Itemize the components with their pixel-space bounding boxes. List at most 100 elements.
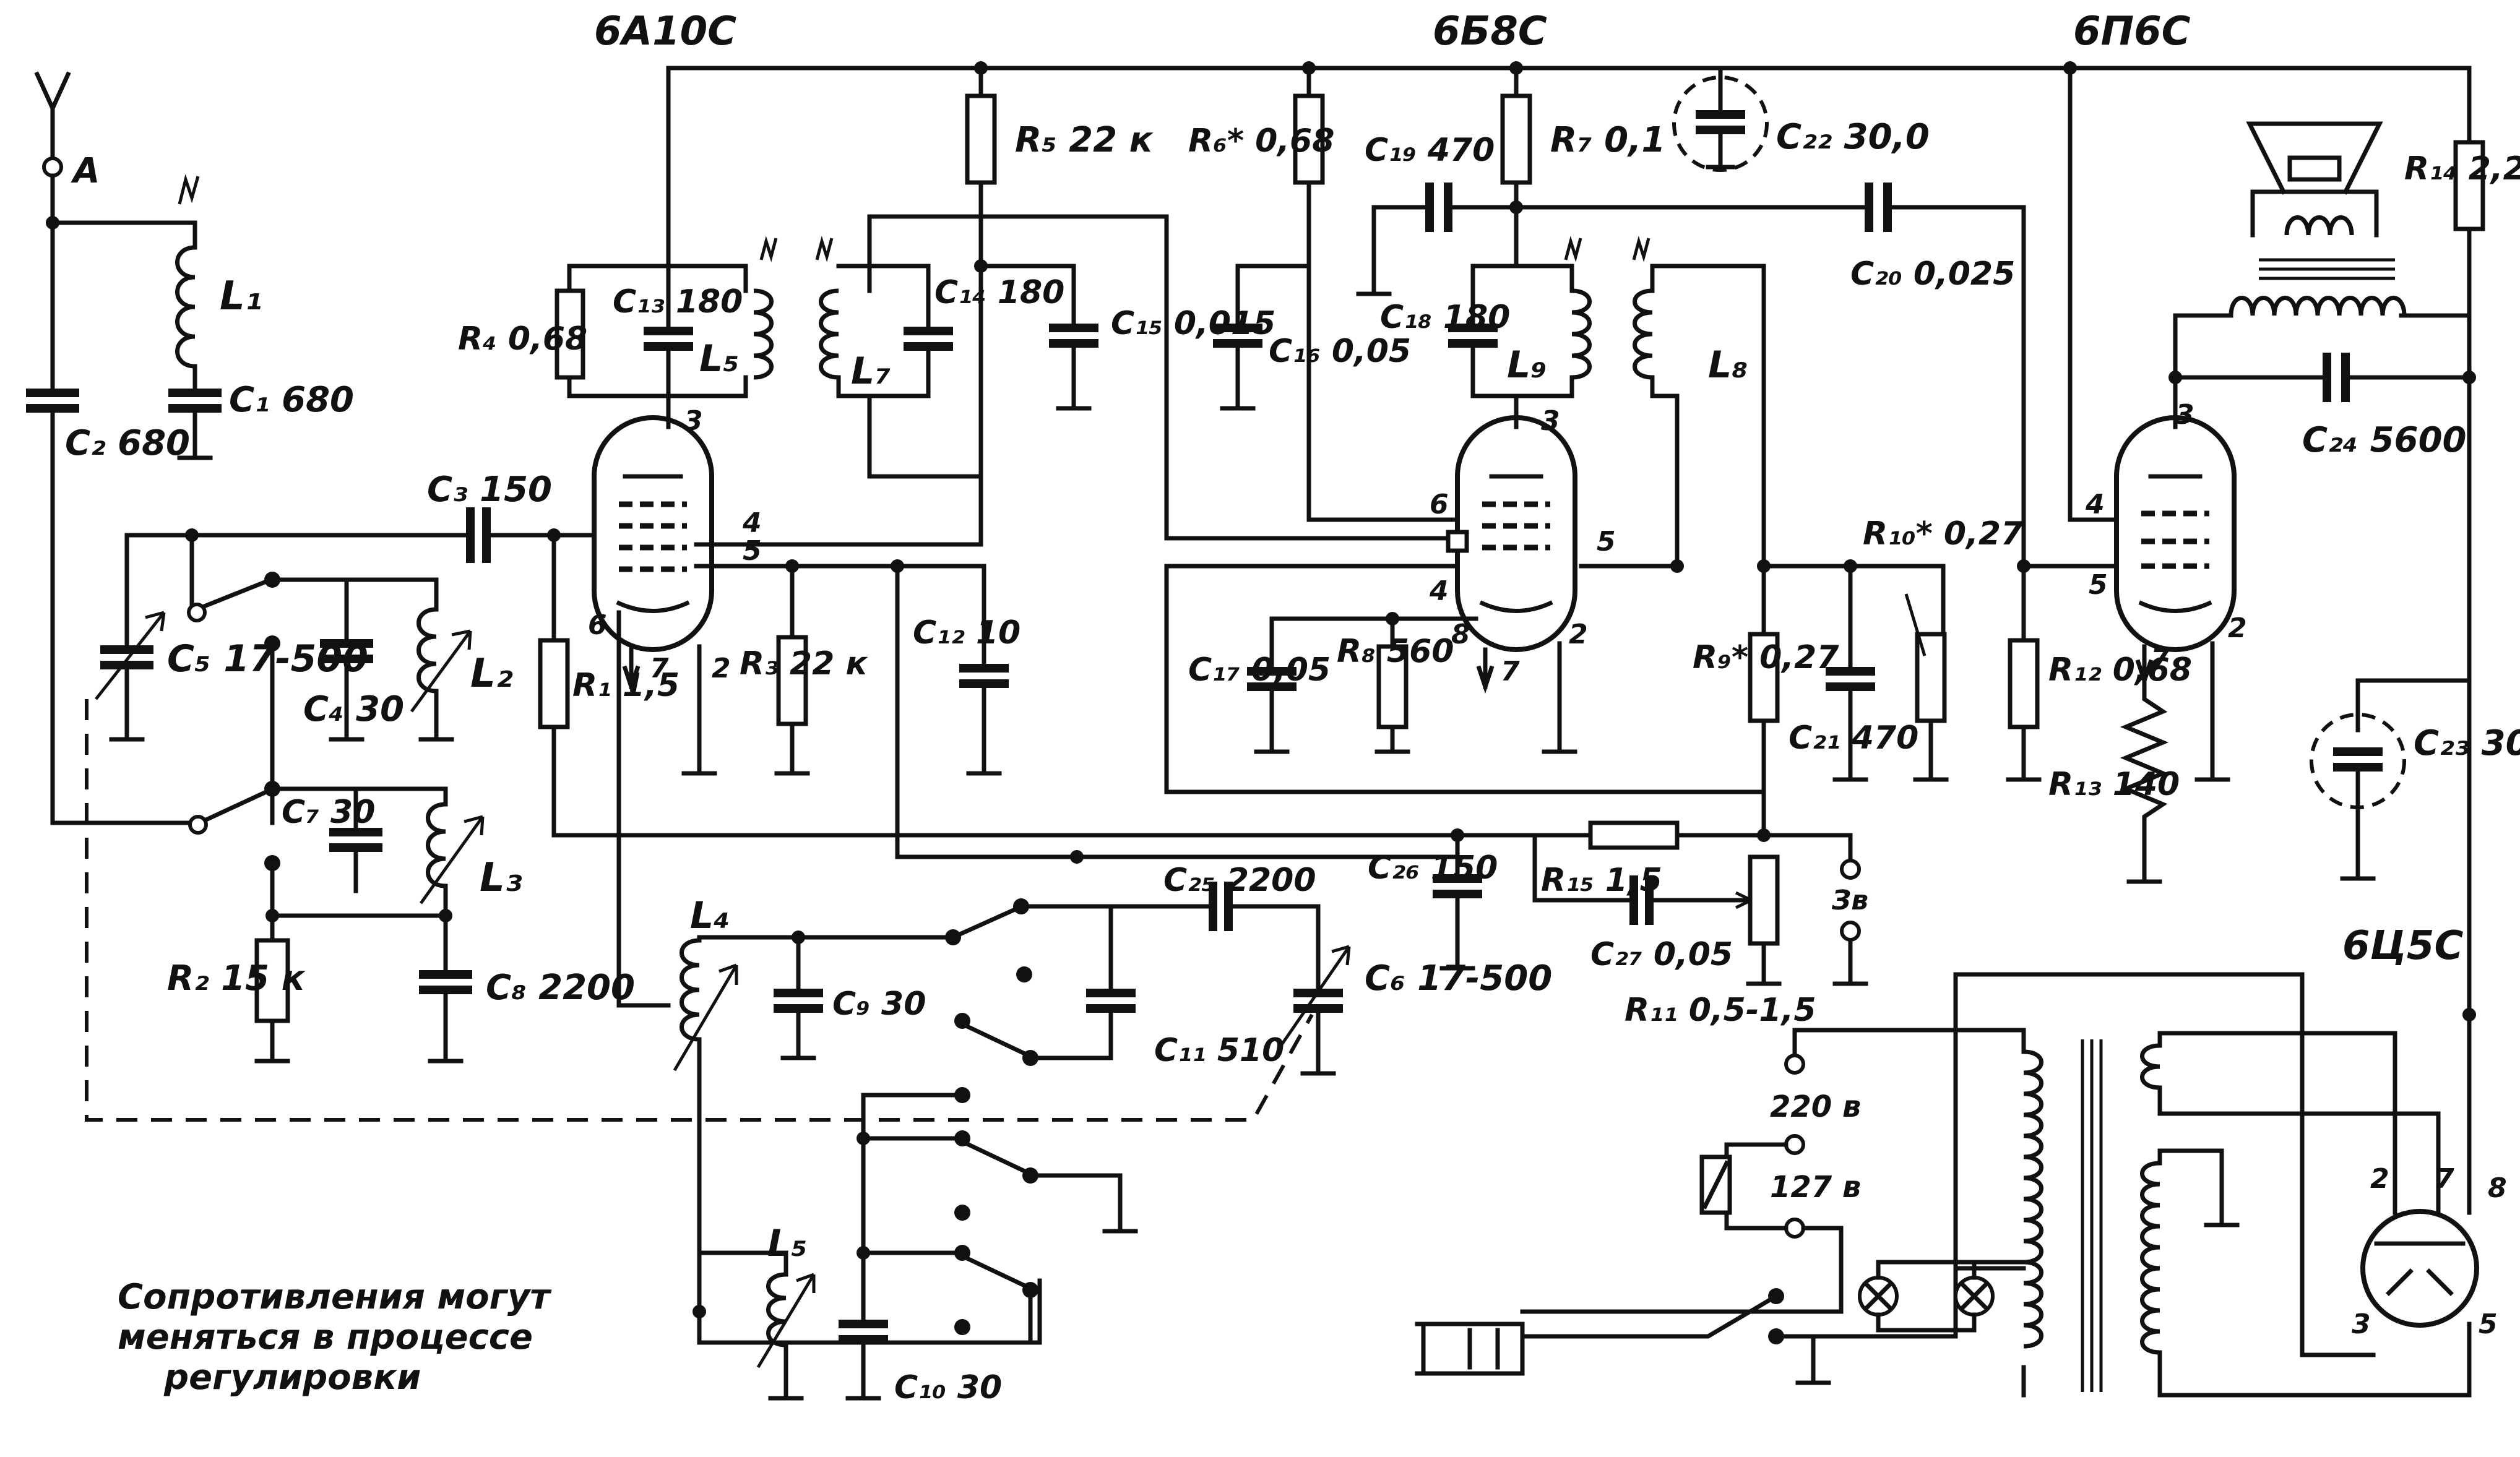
- wire: [2250, 189, 2379, 238]
- label-C14: C₁₄ 180: [934, 274, 1064, 311]
- note-line-1: Сопротивления могут: [118, 1277, 552, 1317]
- resistor-R3: [776, 635, 808, 726]
- junction: [2168, 371, 2182, 384]
- label-C18: C₁₈ 180: [1380, 299, 1510, 336]
- switch-contact: [1016, 966, 1032, 982]
- wire: [867, 214, 1475, 541]
- ground: [1220, 344, 1256, 411]
- switch-contact: [954, 1087, 970, 1103]
- ground: [681, 644, 717, 776]
- pin-if-5: 5: [1597, 526, 1616, 557]
- resistor-R7: [1500, 93, 1532, 185]
- power-switch-contact[interactable]: [1768, 1288, 1784, 1304]
- ground: [2194, 641, 2230, 782]
- wire: [1470, 205, 1574, 327]
- label-R9: R₉* 0,27: [1693, 639, 1839, 676]
- label-L9: L₉: [1507, 343, 1547, 387]
- heater-arrow: [1476, 647, 1495, 694]
- output-transformer-secondary: [2284, 215, 2354, 236]
- resistor-R12: [2008, 638, 2040, 729]
- label-R7: R₇ 0,1: [1550, 120, 1665, 160]
- wire: [978, 180, 1076, 327]
- inductor-L2: [410, 607, 472, 713]
- junction: [792, 931, 805, 944]
- wire: [867, 264, 931, 330]
- label-L5: L₅: [699, 337, 740, 380]
- wire: [1356, 205, 1519, 296]
- wire: [861, 1093, 965, 1320]
- ground: [254, 1018, 290, 1064]
- label-C24: C₂₄ 5600: [2302, 420, 2467, 460]
- label-C12: C₁₂ 10: [913, 614, 1021, 651]
- label-C17: C₁₇ 0,05: [1188, 651, 1331, 689]
- label-C4: C₄ 30: [303, 689, 404, 729]
- ground: [1300, 1009, 1336, 1076]
- mains-plug-icon: [1415, 1309, 1574, 1376]
- wire: [1235, 264, 1311, 327]
- label-L2: L₂: [470, 651, 513, 697]
- ground: [109, 666, 145, 742]
- transformer-core: [2081, 1039, 2103, 1392]
- inductor-L1: [175, 174, 200, 369]
- pin-if-6: 6: [1430, 489, 1449, 520]
- ground: [329, 660, 365, 742]
- switch-blade: [203, 789, 269, 823]
- mains-tap-220[interactable]: [1784, 1054, 1805, 1075]
- junction: [1670, 559, 1684, 573]
- mains-tap-127[interactable]: [1784, 1218, 1805, 1239]
- label-R8: R₈ 560: [1337, 633, 1454, 670]
- label-pickup: Зв: [1831, 885, 1868, 916]
- junction: [1757, 828, 1771, 842]
- wire: [2021, 66, 2119, 569]
- label-C19: C₁₉ 470: [1365, 132, 1495, 169]
- label-mains-127: 127 в: [1770, 1170, 1861, 1205]
- pickup-jack[interactable]: [1840, 859, 1861, 880]
- switch-blade: [965, 1256, 1030, 1290]
- wire: [2173, 313, 2472, 429]
- wire: [1579, 264, 1766, 637]
- wire: [1876, 1260, 2026, 1333]
- switch-contact: [945, 929, 961, 945]
- inductor-L8: [1632, 236, 1653, 380]
- junction: [1386, 612, 1399, 625]
- switch-blade: [950, 906, 1018, 940]
- ground: [774, 721, 810, 776]
- inductor-L5: [753, 236, 778, 380]
- resistor-R10: [1915, 632, 1947, 723]
- label-R3: R₃ 22 к: [740, 645, 868, 682]
- label-C23: C₂₃ 30,0: [2414, 723, 2520, 763]
- ground: [780, 1009, 816, 1060]
- junction: [891, 559, 904, 573]
- pickup-jack[interactable]: [1840, 921, 1861, 942]
- tube-label-mixer: 6А10С: [594, 9, 736, 54]
- mains-tap-127-upper[interactable]: [1784, 1134, 1805, 1155]
- label-R6: R₆* 0,68: [1188, 122, 1334, 160]
- label-R4: R₄ 0,68: [458, 320, 587, 358]
- pin-mixer-7: 7: [650, 653, 669, 684]
- output-transformer-primary: [2229, 296, 2407, 316]
- label-R5: R₅ 22 к: [1015, 120, 1154, 160]
- switch-contact: [954, 1013, 970, 1029]
- resistor-R14: [2453, 140, 2485, 231]
- switch-blade: [1569, 1293, 1779, 1339]
- high-voltage-winding: [2140, 1161, 2160, 1355]
- label-R12: R₁₂ 0,68: [2048, 651, 2192, 689]
- pin-if-7: 7: [1501, 656, 1520, 687]
- antenna-label: А: [71, 151, 100, 191]
- wire: [697, 935, 956, 943]
- junction: [785, 559, 799, 573]
- ground: [1028, 1173, 1138, 1234]
- ground: [2157, 1148, 2240, 1227]
- label-R15: R₁₅ 1,5: [1541, 862, 1662, 899]
- junction: [1844, 559, 1857, 573]
- pin-mixer-5: 5: [743, 535, 762, 567]
- pin-if-3: 3: [1541, 405, 1560, 437]
- label-C3: C₃ 150: [427, 470, 552, 510]
- capacitor-C22-can: [1672, 75, 1769, 172]
- ground: [2340, 768, 2376, 881]
- wire: [1019, 904, 1113, 1060]
- wire: [270, 577, 439, 612]
- pin-output-3: 3: [2175, 399, 2194, 431]
- pin-mixer-3: 3: [684, 405, 703, 437]
- junction: [857, 1246, 870, 1260]
